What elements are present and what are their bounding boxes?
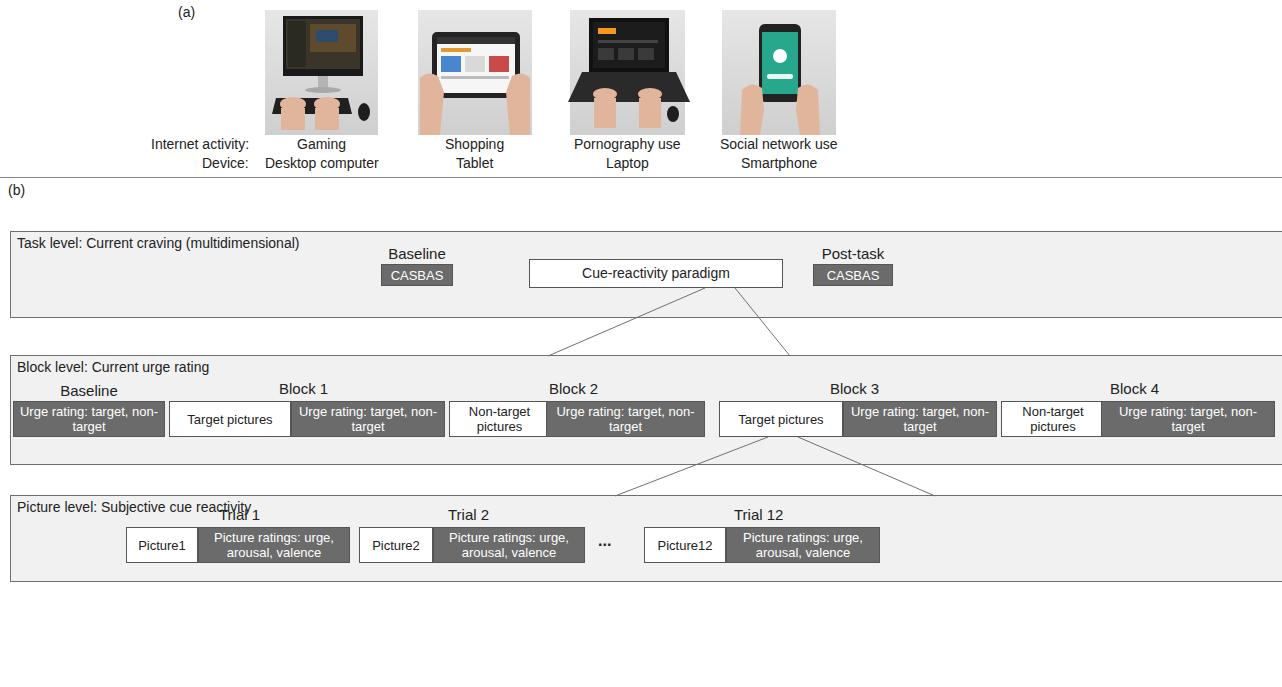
phase-heading: Baseline [14, 382, 164, 399]
box-label: Target pictures [735, 412, 826, 427]
box-label: Picture12 [655, 538, 716, 553]
box-label: Urge rating: target, non-target [14, 404, 164, 434]
zoom-line [735, 288, 790, 356]
stimulus-box: Target pictures [169, 401, 291, 437]
pornography-photo [568, 10, 690, 135]
row-label: Internet activity: [151, 136, 249, 153]
rating-box: BaselineUrge rating: target, non-target [13, 401, 165, 437]
box-label: Urge rating: target, non-target [844, 404, 996, 434]
activity-caption: Social network use [720, 136, 838, 153]
box-label: Urge rating: target, non-target [547, 404, 704, 434]
level-band: Block level: Current urge ratingBaseline… [10, 355, 1282, 465]
activity-caption: Pornography use [574, 136, 681, 153]
stimulus-box: Non-target pictures [1001, 401, 1105, 437]
phase-heading: Baseline [382, 245, 452, 262]
panel-label: (b) [8, 182, 25, 199]
rating-box: Urge rating: target, non-target [291, 401, 445, 437]
phase-heading: Post-task [814, 245, 892, 262]
block-label: Block 2 [549, 380, 598, 397]
zoom-line [798, 437, 935, 496]
gaming-photo [265, 10, 378, 135]
device-caption: Tablet [456, 155, 493, 172]
trial-label: Trial 12 [734, 506, 783, 523]
box-label: Picture2 [369, 538, 423, 553]
trial-label: Trial 1 [219, 506, 260, 523]
activity-caption: Shopping [445, 136, 504, 153]
panel-separator [0, 177, 1282, 178]
level-title: Task level: Current craving (multidimens… [11, 232, 1282, 255]
block-label: Block 1 [279, 380, 328, 397]
device-caption: Smartphone [741, 155, 817, 172]
box-label: Urge rating: target, non-target [292, 404, 444, 434]
box-label: Target pictures [184, 412, 275, 427]
stimulus-box: Cue-reactivity paradigm [529, 259, 783, 288]
box-label: CASBAS [388, 268, 447, 283]
level-band: Picture level: Subjective cue reactivity… [10, 495, 1282, 582]
box-label: Non-target pictures [450, 404, 549, 434]
stimulus-box: Picture12 [644, 527, 726, 563]
device-caption: Laptop [606, 155, 649, 172]
panel-label: (a) [178, 4, 195, 21]
rating-box: Urge rating: target, non-target [1101, 401, 1275, 437]
block-label: Block 4 [1110, 380, 1159, 397]
box-label: Picture ratings: urge, arousal, valence [727, 530, 879, 560]
activity-caption: Gaming [297, 136, 346, 153]
box-label: Picture1 [135, 538, 189, 553]
row-label: Device: [202, 155, 249, 172]
stimulus-box: Target pictures [719, 401, 843, 437]
stimulus-box: Non-target pictures [449, 401, 550, 437]
rating-box: BaselineCASBAS [381, 264, 453, 286]
level-title: Block level: Current urge rating [11, 356, 1282, 379]
level-title: Picture level: Subjective cue reactivity [11, 496, 1282, 519]
rating-box: Picture ratings: urge, arousal, valence [198, 527, 350, 563]
ellipsis: ... [598, 532, 611, 549]
zoom-line [615, 437, 768, 496]
box-label: Non-target pictures [1002, 404, 1104, 434]
shopping-photo [418, 10, 532, 135]
level-band: Task level: Current craving (multidimens… [10, 231, 1282, 318]
rating-box: Urge rating: target, non-target [546, 401, 705, 437]
zoom-line [548, 288, 705, 356]
stimulus-box: Picture2 [359, 527, 433, 563]
rating-box: Post-taskCASBAS [813, 264, 893, 286]
stimulus-box: Picture1 [126, 527, 198, 563]
rating-box: Picture ratings: urge, arousal, valence [726, 527, 880, 563]
block-label: Block 3 [830, 380, 879, 397]
box-label: Cue-reactivity paradigm [579, 266, 733, 281]
device-caption: Desktop computer [265, 155, 379, 172]
box-label: Urge rating: target, non-target [1102, 404, 1274, 434]
box-label: Picture ratings: urge, arousal, valence [434, 530, 584, 560]
box-label: Picture ratings: urge, arousal, valence [199, 530, 349, 560]
rating-box: Urge rating: target, non-target [843, 401, 997, 437]
box-label: CASBAS [824, 268, 883, 283]
trial-label: Trial 2 [448, 506, 489, 523]
social-network-photo [722, 10, 836, 135]
rating-box: Picture ratings: urge, arousal, valence [433, 527, 585, 563]
